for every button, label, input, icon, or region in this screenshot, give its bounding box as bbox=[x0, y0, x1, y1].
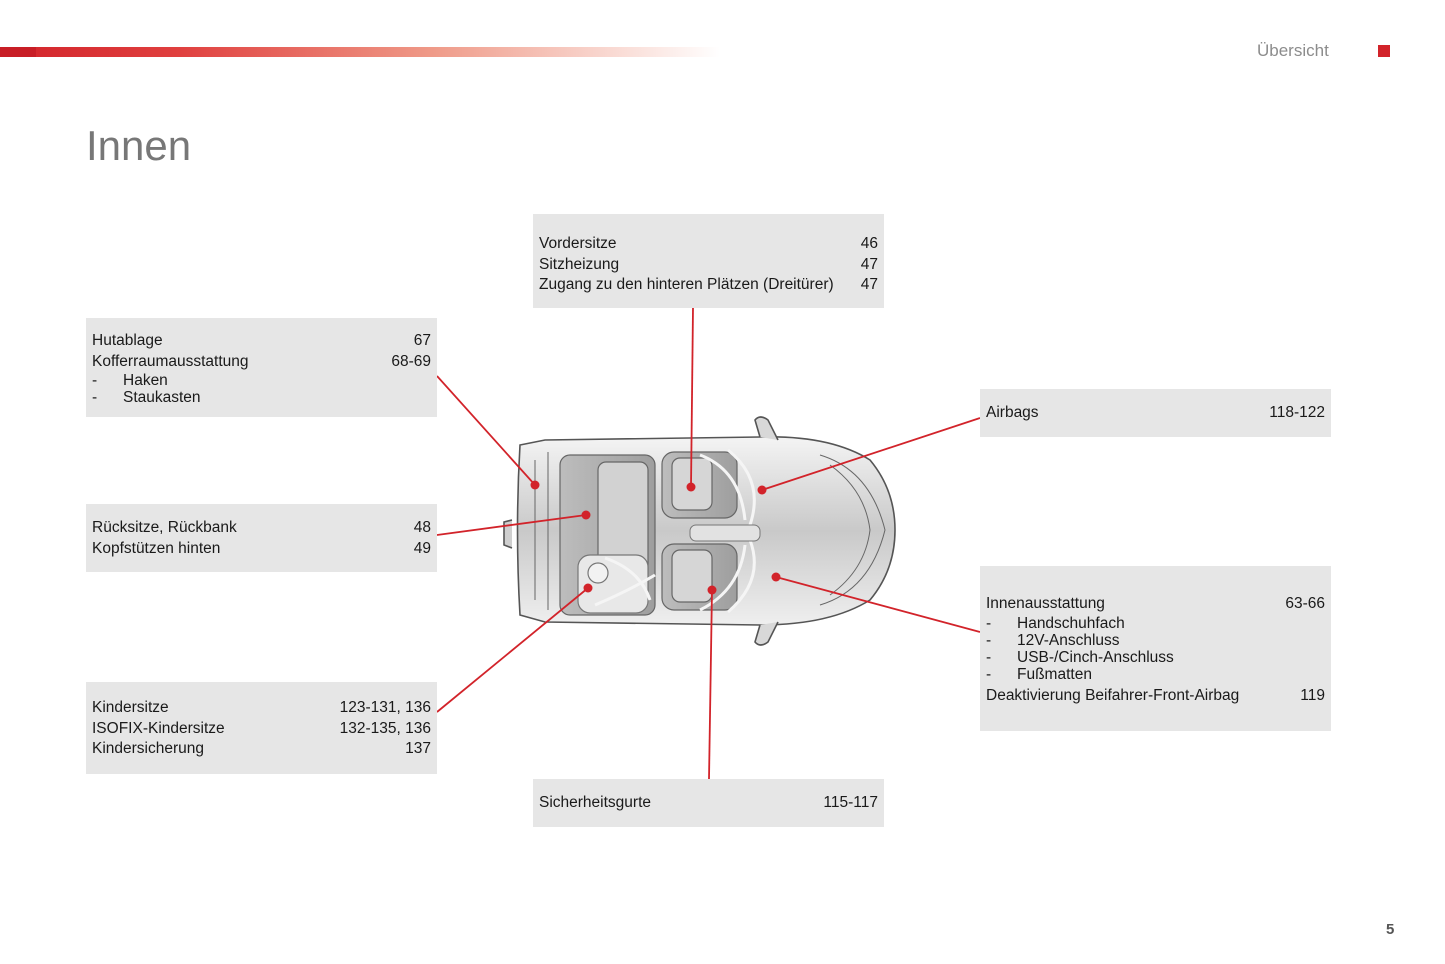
page-ref[interactable]: 115-117 bbox=[823, 794, 878, 811]
sub-item: -Haken bbox=[92, 372, 168, 389]
seat-front-driver bbox=[661, 451, 738, 519]
center-console bbox=[689, 524, 761, 542]
callout-dots bbox=[530, 480, 781, 595]
page-number: 5 bbox=[1386, 921, 1395, 938]
page-ref[interactable]: 137 bbox=[405, 740, 431, 757]
page-ref[interactable]: 63-66 bbox=[1285, 595, 1325, 612]
page-ref[interactable]: 49 bbox=[413, 539, 431, 557]
sub-item: -USB-/Cinch-Anschluss bbox=[986, 648, 1174, 666]
page-title: Innen bbox=[86, 122, 192, 170]
sub-item: -12V-Anschluss bbox=[986, 631, 1120, 649]
page-ref[interactable]: 132-135, 136 bbox=[339, 719, 431, 737]
sub-item: -Staukasten bbox=[92, 389, 201, 406]
page-ref[interactable]: 48 bbox=[413, 519, 431, 536]
header-accent-bar-start bbox=[0, 47, 36, 57]
callout-lines bbox=[436, 307, 981, 780]
header-accent-bar bbox=[0, 47, 720, 57]
page-ref[interactable]: 47 bbox=[860, 276, 878, 293]
page-ref[interactable]: 46 bbox=[860, 235, 878, 252]
page-ref[interactable]: 123-131, 136 bbox=[339, 699, 431, 716]
page-ref[interactable]: 67 bbox=[413, 332, 431, 349]
sub-item: -Handschuhfach bbox=[986, 614, 1125, 632]
page-ref[interactable]: 119 bbox=[1300, 686, 1325, 704]
seat-front-passenger bbox=[661, 543, 738, 611]
child-seat bbox=[577, 554, 649, 614]
list-item: Zugang zu den hinteren Plätzen (Dreitüre… bbox=[539, 275, 878, 296]
page-ref[interactable]: 68-69 bbox=[391, 352, 431, 370]
page-ref[interactable]: 118-122 bbox=[1269, 404, 1325, 421]
seatbelts bbox=[594, 448, 756, 614]
page-ref[interactable]: 47 bbox=[860, 255, 878, 273]
sub-item: -Fußmatten bbox=[986, 665, 1092, 683]
section-label: Übersicht bbox=[1257, 41, 1329, 60]
section-marker-icon bbox=[1378, 45, 1390, 57]
